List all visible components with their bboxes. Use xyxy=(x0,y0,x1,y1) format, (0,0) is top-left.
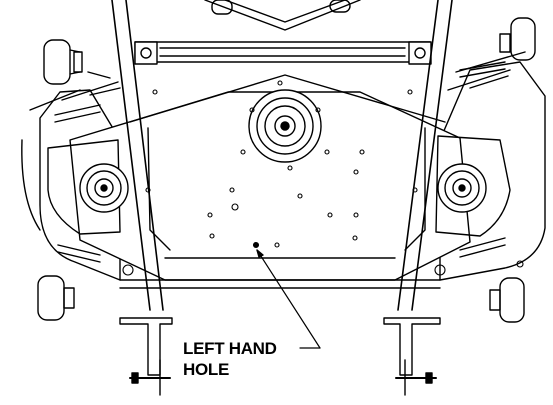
frame-top-rail xyxy=(204,0,361,31)
pulley-icon xyxy=(79,163,129,213)
belt-cover-left xyxy=(47,104,121,263)
cross-member xyxy=(134,41,432,65)
front-bracket-left xyxy=(119,317,173,376)
left-hand-hole-label: LEFT HAND HOLE xyxy=(183,338,277,380)
belt-cover-right xyxy=(435,61,511,258)
caster-wheel-icon xyxy=(37,275,75,321)
frame-rail-left xyxy=(111,0,164,311)
front-bracket-right xyxy=(383,317,441,376)
caster-wheel-icon xyxy=(489,277,525,323)
caster-wheel-icon xyxy=(499,17,536,61)
bolt-icon xyxy=(395,359,437,396)
callout-line-2: HOLE xyxy=(183,360,230,379)
callout-leader xyxy=(256,249,321,349)
callout-line-1: LEFT HAND xyxy=(183,339,277,358)
frame-rail-right xyxy=(397,0,453,311)
pulley-icon xyxy=(437,163,487,213)
caster-wheel-icon xyxy=(43,39,83,85)
pulley-icon xyxy=(248,89,322,163)
front-cross-member xyxy=(119,279,441,289)
bolt-icon xyxy=(129,359,171,396)
mounting-holes xyxy=(122,80,524,276)
